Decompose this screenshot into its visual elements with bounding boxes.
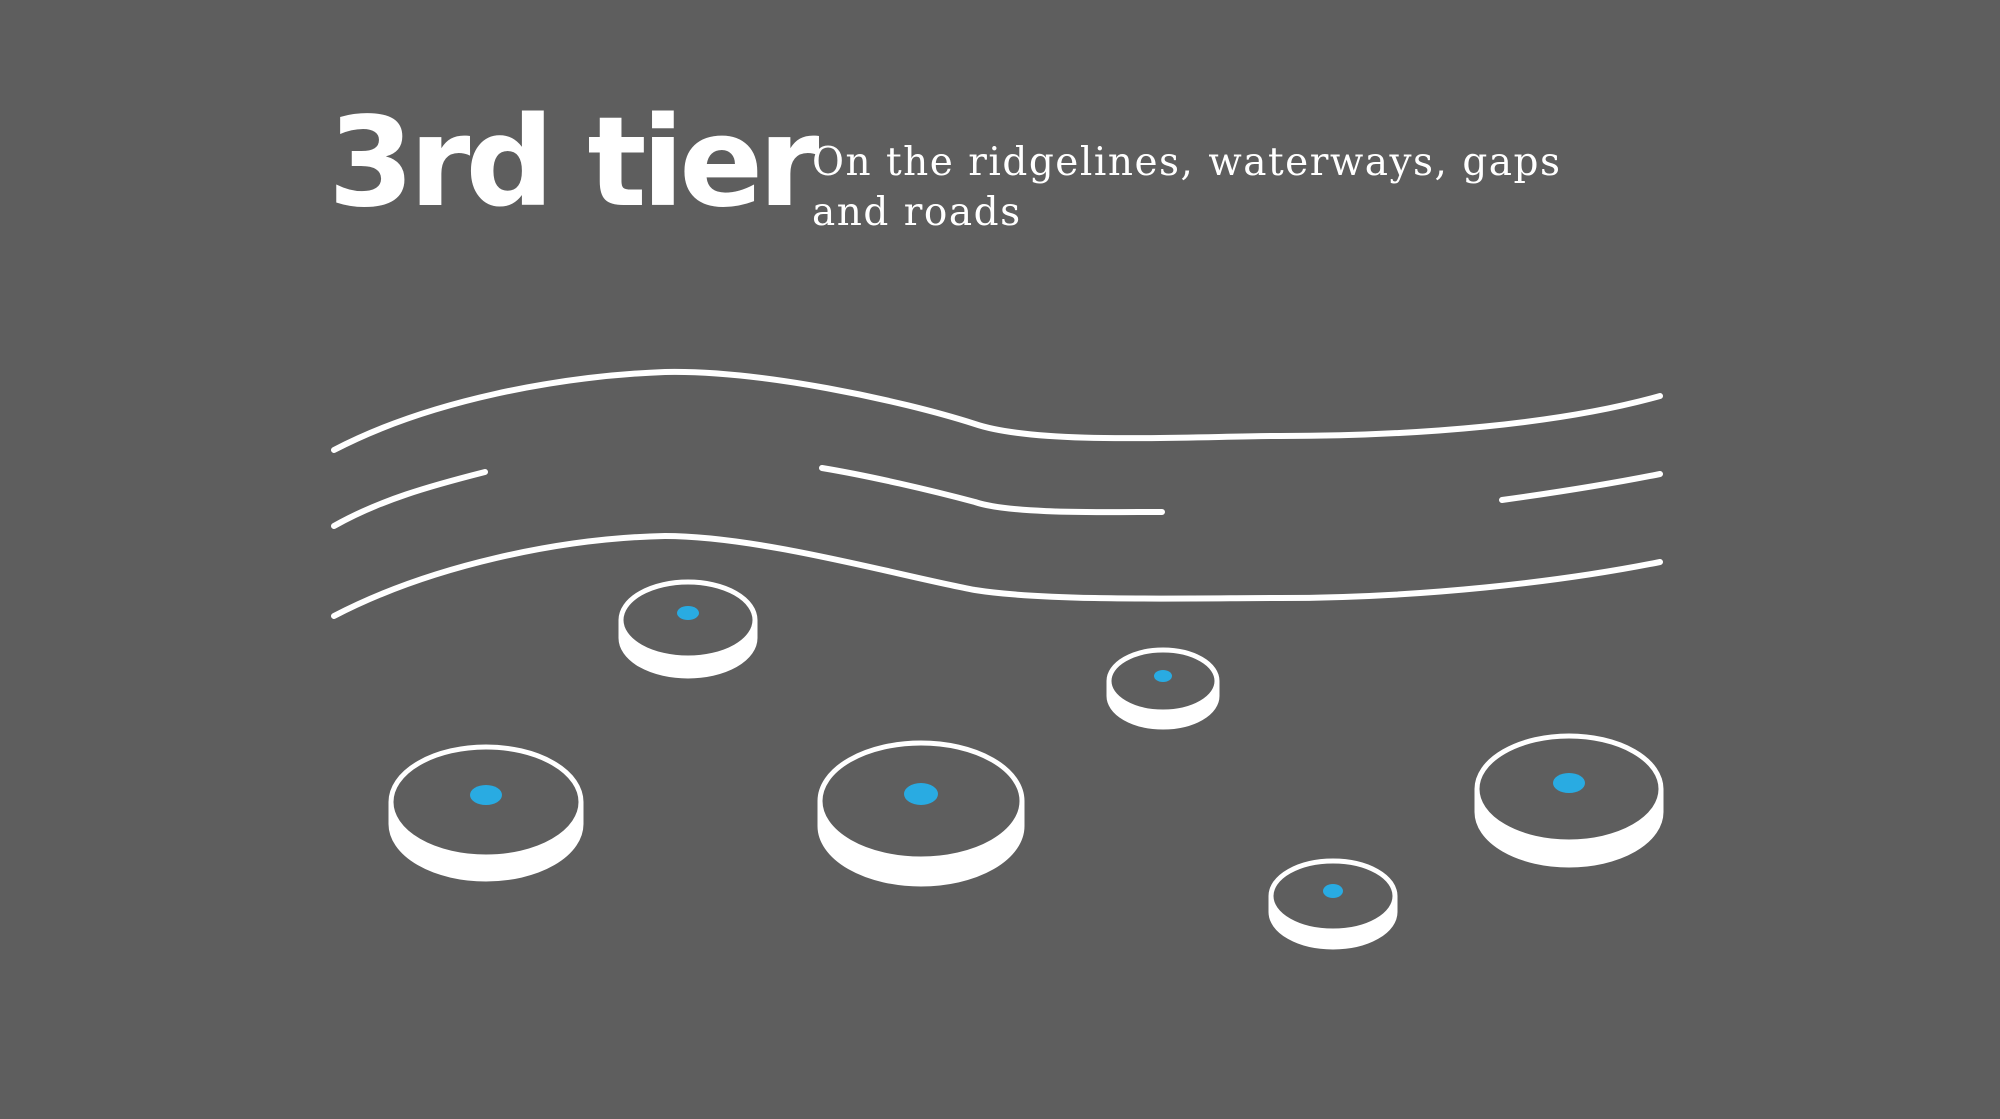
marker-dot <box>1154 670 1172 682</box>
waterway-segment-middle <box>819 465 1165 516</box>
marker-5 <box>1268 858 1398 950</box>
marker-2 <box>1106 647 1220 730</box>
marker-dot <box>470 785 502 805</box>
page-subtitle: On the ridgelines, waterways, gaps and r… <box>812 140 1562 235</box>
marker-6 <box>1474 733 1664 868</box>
ridgeline-top <box>331 368 1663 453</box>
marker-4 <box>817 740 1025 887</box>
road-bottom <box>331 533 1663 619</box>
marker-dot <box>1323 884 1343 898</box>
marker-dot <box>904 783 938 805</box>
marker-dot <box>1553 773 1585 793</box>
marker-cylinders <box>388 579 1664 950</box>
waterway-segment-right <box>1499 471 1663 503</box>
marker-3 <box>388 744 584 882</box>
header: 3rd tier On the ridgelines, waterways, g… <box>0 0 2000 260</box>
waterway-segment-left <box>331 469 488 529</box>
page-title: 3rd tier <box>328 91 819 235</box>
marker-dot <box>677 606 699 620</box>
marker-1 <box>618 579 758 679</box>
